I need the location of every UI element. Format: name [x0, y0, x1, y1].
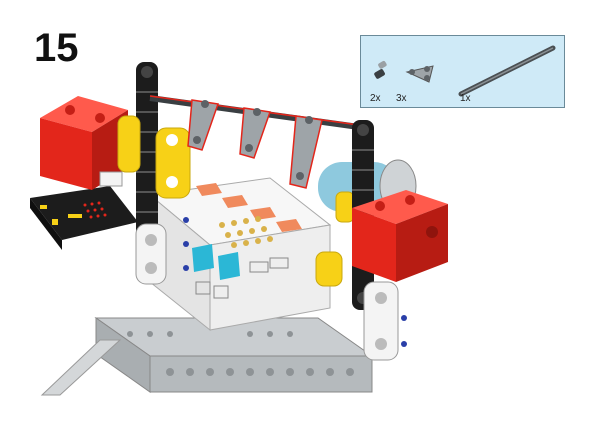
microbit-board [30, 186, 138, 250]
step-number: 15 [34, 26, 79, 70]
parts-illustration [374, 45, 556, 97]
white-liftarms [135, 223, 399, 361]
pin-axle-icon [374, 60, 387, 79]
part-qty-1: 2x [370, 93, 381, 104]
red-motor-right [352, 190, 448, 282]
port-labels [196, 183, 302, 232]
blue-pins [183, 217, 407, 347]
cyan-ports [192, 244, 240, 280]
red-motor-left [40, 96, 128, 190]
parts-callout: 2x 3x 1x [360, 35, 565, 108]
yellow-beams [117, 115, 355, 287]
part-qty-3: 1x [460, 93, 471, 104]
base-frame [40, 317, 374, 396]
part-qty-2: 3x [396, 93, 407, 104]
triangle-connector-icon [405, 65, 434, 83]
controller-box [148, 177, 332, 332]
long-axle-icon [458, 45, 556, 97]
